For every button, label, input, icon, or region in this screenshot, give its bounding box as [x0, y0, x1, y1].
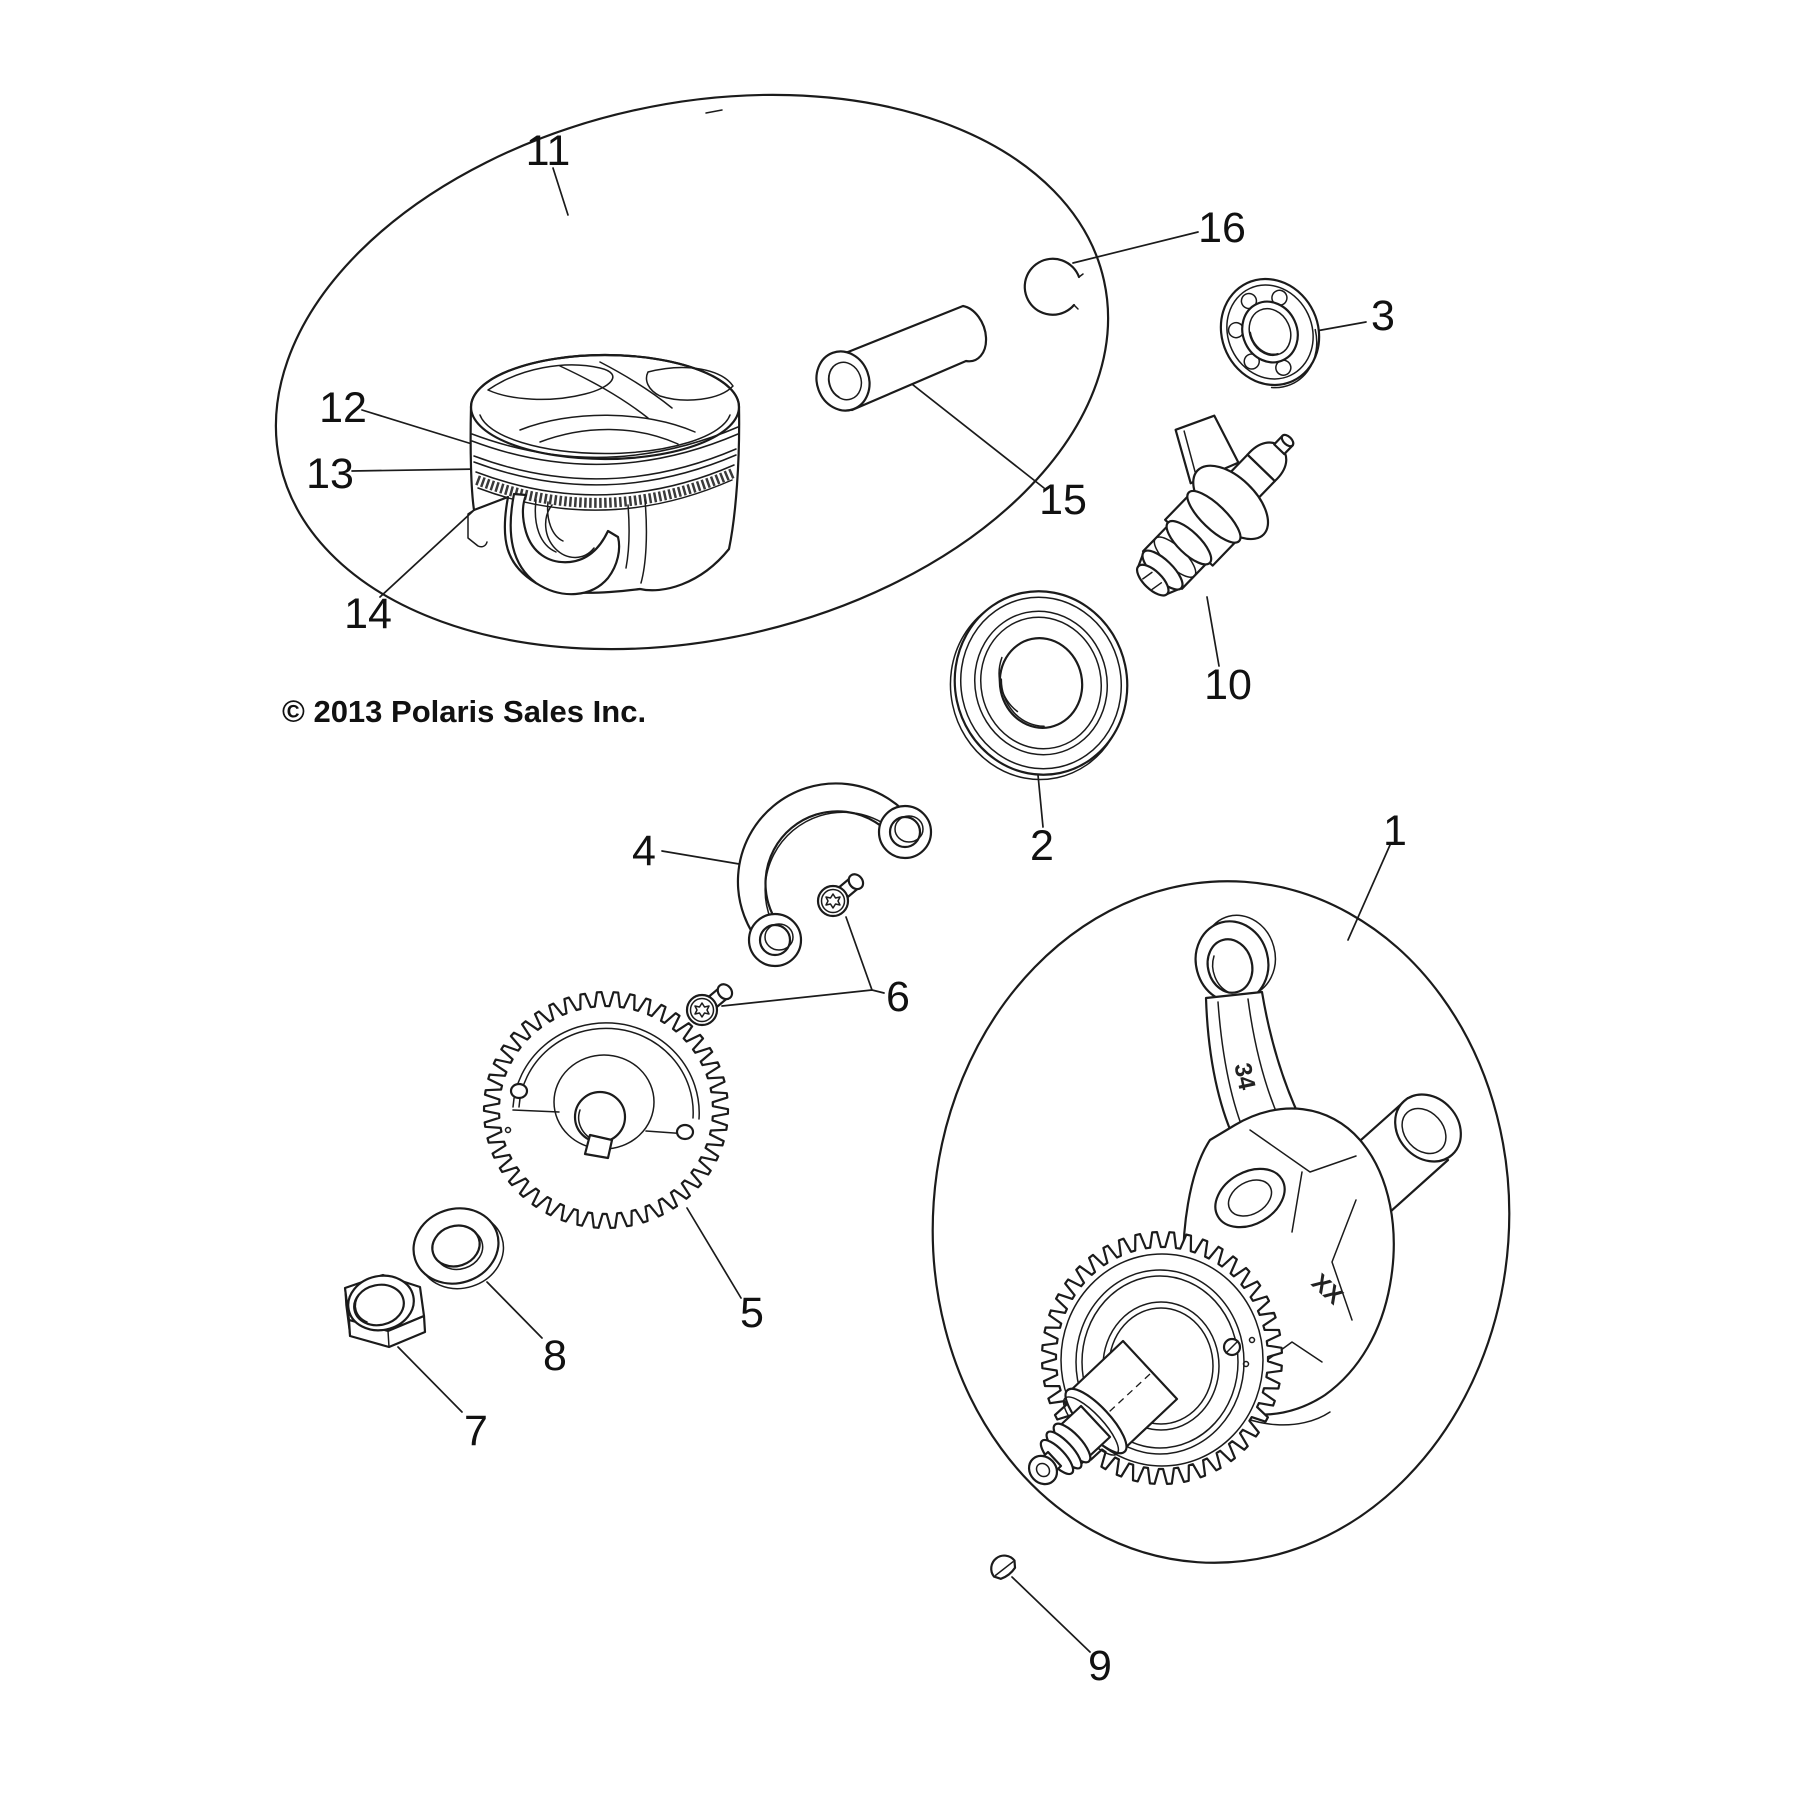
callout-9: 9 — [1088, 1642, 1112, 1690]
leader-5 — [686, 1207, 742, 1299]
copyright-text: © 2013 Polaris Sales Inc. — [282, 694, 646, 729]
piston-crown — [469, 353, 741, 461]
leader-13 — [351, 468, 481, 472]
leader-8 — [486, 1281, 543, 1339]
callout-16: 16 — [1198, 204, 1246, 252]
leader-11 — [552, 167, 569, 216]
bearing-retainer-bracket — [736, 782, 933, 968]
torx-recess — [694, 1002, 710, 1018]
piston-ring-oil — [475, 464, 736, 511]
wrist-pin — [815, 304, 988, 412]
callout-14: 14 — [344, 590, 392, 638]
crankshaft-kit-boundary-ellipse — [931, 880, 1511, 1564]
retainer-screw-b — [685, 983, 734, 1027]
piston-kit-boundary-ellipse — [274, 93, 1110, 651]
ball-bearing-small — [1219, 277, 1321, 389]
leader-16 — [1072, 231, 1199, 264]
crank-pin — [1214, 1167, 1286, 1229]
torx-recess — [825, 893, 841, 909]
leader-4 — [661, 850, 752, 867]
callout-12: 12 — [319, 384, 367, 432]
crankshaft-assembly: 34 XX — [1027, 914, 1462, 1486]
callout-13: 13 — [306, 450, 354, 498]
callout-8: 8 — [543, 1332, 567, 1380]
gear-bore — [573, 1090, 627, 1144]
leader-15 — [907, 380, 1045, 489]
callout-6: 6 — [886, 973, 910, 1021]
callout-3: 3 — [1371, 292, 1395, 340]
washer — [412, 1207, 505, 1290]
valve-pocket-right — [645, 366, 734, 401]
crank-front-journal — [1027, 1339, 1179, 1486]
callout-11: 11 — [526, 127, 571, 175]
pin-boss-arch — [509, 492, 621, 596]
leader-2 — [1037, 774, 1044, 828]
piston-ring-top — [471, 426, 739, 466]
callout-15: 15 — [1039, 476, 1087, 524]
hex-nut — [343, 1273, 427, 1349]
gear-roll-pin — [1222, 1336, 1256, 1368]
crank-rear-journal — [1350, 1093, 1462, 1214]
leader-10 — [1206, 596, 1220, 667]
gear-hole-left — [509, 1082, 529, 1100]
leader-3 — [1315, 321, 1367, 332]
callout-labels: 1 2 3 4 5 6 7 8 9 10 11 12 13 14 15 16 — [306, 127, 1407, 1690]
leader-7 — [397, 1346, 463, 1413]
leader-6 — [721, 916, 885, 1007]
callout-10: 10 — [1204, 661, 1252, 709]
balance-shaft — [1135, 414, 1295, 597]
balancer-gear — [482, 991, 730, 1229]
rod-stamp: 34 — [1228, 1061, 1260, 1093]
leader-lines — [351, 167, 1391, 1653]
leader-9 — [1011, 1576, 1091, 1653]
wrist-pin-circlip — [1023, 257, 1084, 316]
leader-12 — [361, 409, 473, 445]
callout-7: 7 — [464, 1407, 488, 1455]
piston-ring-second — [473, 448, 737, 486]
valve-pocket-left — [487, 364, 614, 401]
callout-1: 1 — [1383, 807, 1407, 855]
leader-1 — [1347, 844, 1391, 941]
gear-hole-right — [675, 1123, 695, 1141]
retainer-screw-a — [816, 873, 865, 918]
woodruff-key — [990, 1554, 1017, 1580]
piston — [467, 353, 741, 596]
callout-5: 5 — [740, 1289, 764, 1337]
callout-2: 2 — [1030, 822, 1054, 870]
callout-4: 4 — [632, 827, 656, 875]
ball-bearing-large — [949, 590, 1129, 781]
